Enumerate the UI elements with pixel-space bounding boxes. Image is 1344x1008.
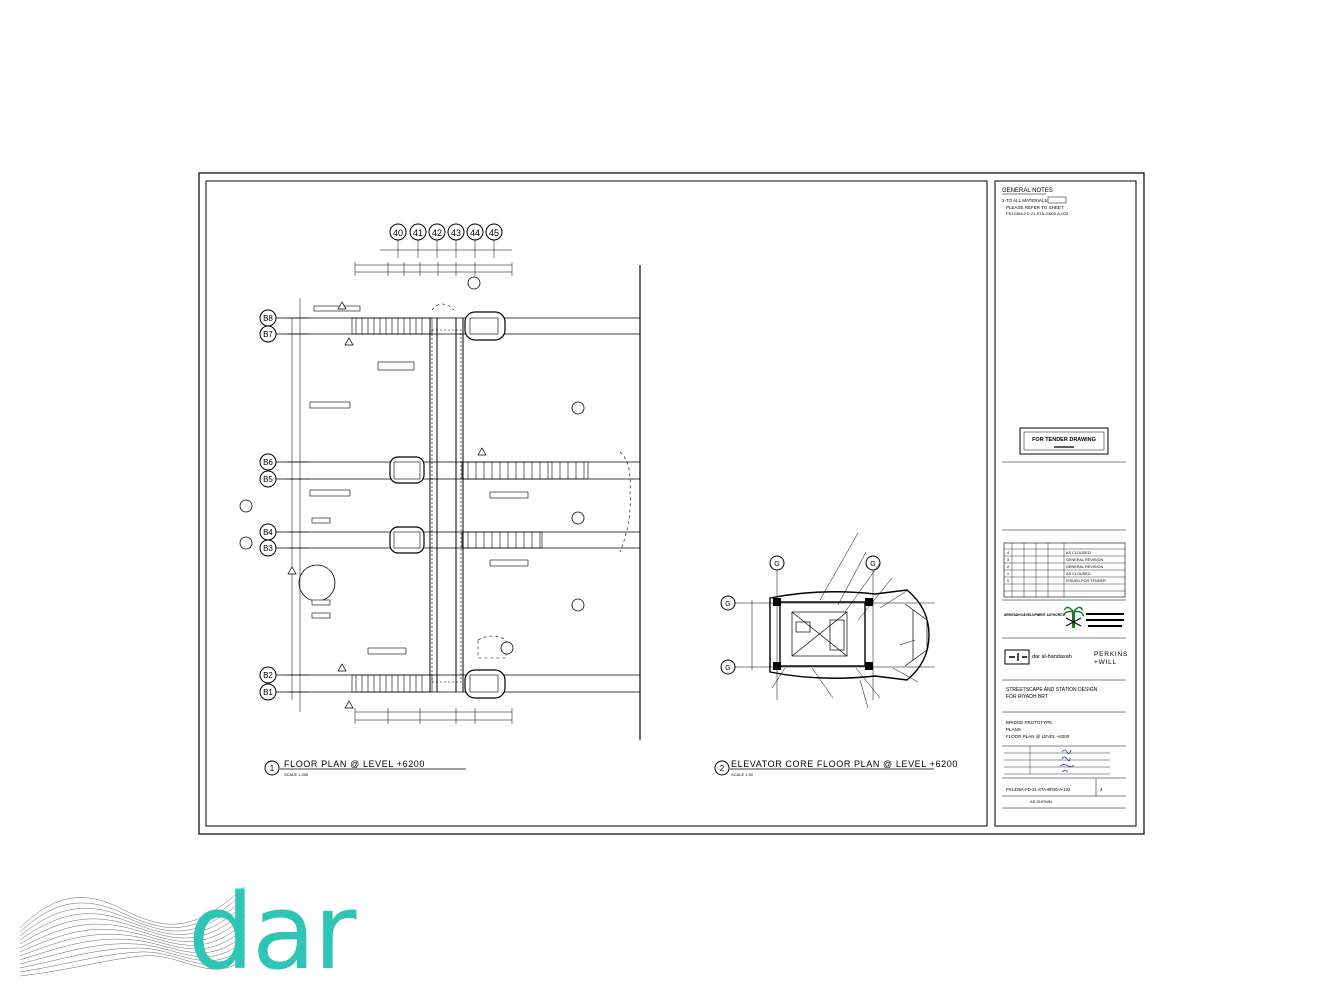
grid-label-g-4: G xyxy=(725,665,730,672)
floor-plan: 40 41 42 43 44 45 xyxy=(239,223,641,777)
project-line-2: FOR RIYADH BRT xyxy=(1006,694,1048,700)
grid-column-lines xyxy=(397,240,495,258)
title-line-2: PLANS xyxy=(1006,727,1021,732)
drawing-area-border xyxy=(205,180,988,827)
tender-stamp-title: FOR TENDER DRAWING xyxy=(1032,437,1096,443)
signatures xyxy=(1059,749,1075,773)
rev-number: 0 xyxy=(1007,578,1010,583)
rev-number: 2 xyxy=(1007,564,1010,569)
floor-plan-callout xyxy=(264,760,280,776)
grid-label-B7: B7 xyxy=(263,330,273,339)
grid-column-bubbles: 40 41 42 43 44 45 xyxy=(389,223,503,241)
note-tags xyxy=(309,305,529,655)
revision-table: 4 AS CLOUDED 3 GENERAL REVISION 2 GENERA… xyxy=(1003,542,1126,598)
grid-label-41: 41 xyxy=(413,228,423,238)
section-markers xyxy=(239,276,585,655)
rev-description: ISSUED FOR TENDER xyxy=(1066,579,1106,583)
tender-stamp-outer xyxy=(1019,427,1109,455)
signature-rows xyxy=(1004,746,1110,775)
core-leaders xyxy=(771,532,919,709)
top-dimensions xyxy=(354,249,513,276)
grid-label-B8: B8 xyxy=(263,314,273,323)
project-line-1: STREETSCAPE AND STATION DESIGN xyxy=(1006,687,1098,693)
grid-label-45: 45 xyxy=(489,228,499,238)
grid-label-B3: B3 xyxy=(263,544,273,553)
floor-plan-callout-number: 1 xyxy=(270,764,275,773)
core-grid-lines xyxy=(735,570,935,700)
note-line-3: PS1335A-FD-21-STA-GN00-A-003 xyxy=(1006,211,1069,216)
grid-label-B2: B2 xyxy=(263,671,273,680)
rev-number: 3 xyxy=(1007,557,1010,562)
grid-label-g-1: G xyxy=(774,561,779,568)
client-name: ARRIYADH DEVELOPMENT AUTHORITY xyxy=(1004,613,1066,617)
floor-plan-scale: SCALE 1:200 xyxy=(284,772,309,777)
consultant-logo-mark xyxy=(1009,653,1027,661)
grid-row-bubbles: B8 B7 B6 B5 B4 B3 B2 B1 xyxy=(259,309,277,701)
tender-stamp-inner xyxy=(1023,431,1105,451)
plan-elevator-cores xyxy=(389,311,506,699)
grid-label-g-3: G xyxy=(725,601,730,608)
note-line-1: 1-TO ALL MATERIALS xyxy=(1002,198,1047,203)
elevator-plan-title: ELEVATOR CORE FLOOR PLAN @ LEVEL +6200 xyxy=(731,759,958,769)
brand-wave-graphic xyxy=(20,885,246,977)
floor-plan-title: FLOOR PLAN @ LEVEL +6200 xyxy=(284,759,425,769)
general-notes-heading: GENERAL NOTES xyxy=(1002,188,1053,194)
revision-triangles xyxy=(287,301,487,709)
rev-number: 4 xyxy=(1007,550,1010,555)
rev-description: AS CLOUDED xyxy=(1066,551,1091,555)
title-line-3: FLOOR PLAN @ LEVEL +6200 xyxy=(1006,734,1070,739)
note-box xyxy=(1047,196,1067,204)
vertical-walkway xyxy=(429,318,464,692)
consultant-2-line-1: PERKINS xyxy=(1094,651,1128,658)
grid-label-44: 44 xyxy=(470,228,480,238)
rev-description: GENERAL REVISION xyxy=(1066,558,1103,562)
title-line-1: BRIDGE PROTOTYPE xyxy=(1006,720,1052,725)
plan-dashed-outlines xyxy=(431,265,641,740)
grid-label-43: 43 xyxy=(451,228,461,238)
drawing-number: PS1335A-FD-21-STA-BR30-A-132 xyxy=(1006,787,1071,792)
deck-hatching xyxy=(351,317,589,693)
grid-label-42: 42 xyxy=(432,228,442,238)
grid-label-B5: B5 xyxy=(263,475,273,484)
sheet-outer-border xyxy=(198,172,1145,835)
grid-label-B6: B6 xyxy=(263,458,273,467)
revision-number: 4 xyxy=(1100,787,1103,792)
core-cab xyxy=(791,603,928,667)
grid-label-B1: B1 xyxy=(263,688,273,697)
brand-wordmark: dar xyxy=(188,871,357,993)
core-columns xyxy=(773,598,873,670)
note-line-2: PLEASE REFER TO SHEET xyxy=(1006,205,1064,210)
bottom-dimensions xyxy=(354,708,513,724)
elevator-core-plan: G G G G xyxy=(714,532,958,777)
grid-label-B4: B4 xyxy=(263,528,273,537)
consultant-1-name: dar al-handasah xyxy=(1032,654,1072,660)
rev-number: 1 xyxy=(1007,571,1010,576)
scale-value: AS SHOWN xyxy=(1030,799,1052,804)
rev-description: GENERAL REVISION xyxy=(1066,565,1103,569)
grid-label-g-2: G xyxy=(870,561,875,568)
title-block: GENERAL NOTES 1-TO ALL MATERIALS PLEASE … xyxy=(1002,188,1128,809)
elevator-plan-scale: SCALE 1:50 xyxy=(731,772,754,777)
elevator-plan-callout xyxy=(714,760,730,776)
core-enclosure xyxy=(769,589,930,681)
consultant-2-line-2: +WILL xyxy=(1094,659,1117,666)
rev-description: AS CLOUDED xyxy=(1066,572,1091,576)
consultant-logo-box xyxy=(1004,649,1030,665)
title-block-border xyxy=(994,180,1137,827)
client-emblem xyxy=(1062,606,1124,628)
elevator-plan-callout-number: 2 xyxy=(720,764,725,773)
grid-label-40: 40 xyxy=(393,228,403,238)
